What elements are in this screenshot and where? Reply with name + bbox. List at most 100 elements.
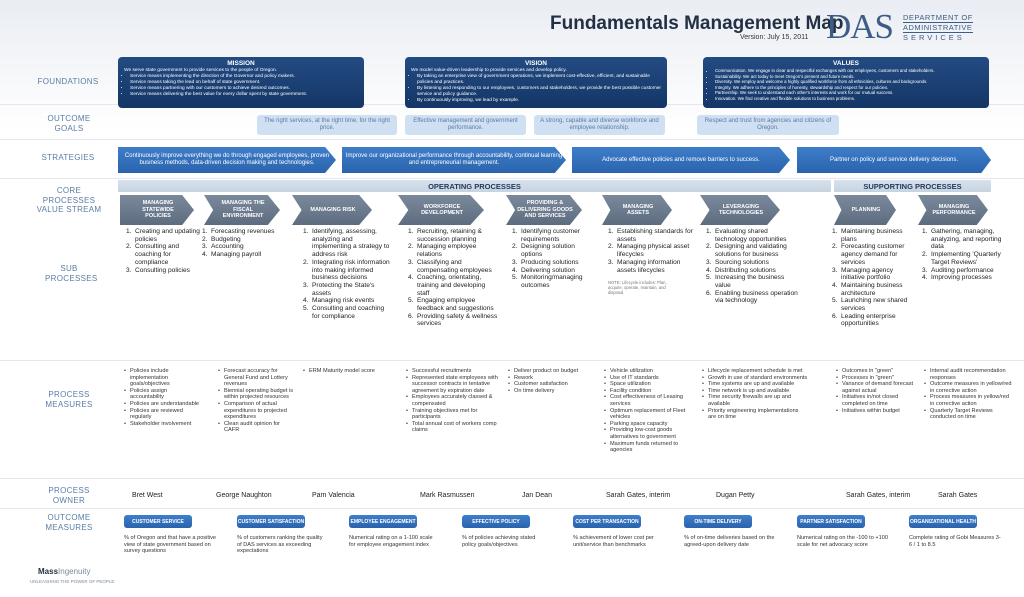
sub-process: Providing safety & wellness services: [417, 312, 498, 328]
process-measure: Policies are reviewed regularly: [130, 407, 183, 421]
dept-line: DEPARTMENT OF: [903, 13, 973, 22]
divider: [0, 478, 1024, 479]
mass-ingenuity-logo: MassIngenuity: [38, 567, 90, 576]
process-measure: Represented state employees with success…: [412, 374, 498, 394]
mission-line: Service means taking the lead on behalf …: [130, 80, 358, 86]
logo-tagline: UNLEASHING THE POWER OF PEOPLE: [30, 579, 115, 584]
sub-process: Forecasting revenues: [211, 228, 275, 235]
values-line: Sustainability. We act today to meet Ore…: [715, 74, 983, 80]
das-logo: DAS: [826, 7, 894, 46]
row-label-foundations: FOUNDATIONS: [37, 77, 99, 86]
process-measure: Training objectives met for participants: [412, 407, 478, 421]
process-measure: Policies assign accountability: [130, 387, 167, 401]
operating-processes-band: OPERATING PROCESSES: [118, 180, 831, 192]
outcome-measure-text: % of customers ranking the quality of DA…: [237, 535, 323, 555]
sub-process: Designing solution options: [521, 243, 575, 259]
sub-process: Forecasting customer agency demand for s…: [841, 243, 905, 266]
sub-process-list: 1.Establishing standards for assets 2.Ma…: [608, 228, 693, 296]
strategy-arrow: Partner on policy and service delivery d…: [797, 147, 991, 173]
process-measure: Policies include implementation goals/ob…: [130, 368, 170, 388]
process-measure: Growth in use of standard environments: [708, 374, 808, 381]
outcome-measure-text: % of on-time deliveries based on the agr…: [684, 535, 775, 548]
dept-line: SERVICES: [903, 33, 965, 42]
row-label-core-processes: CORE PROCESSES VALUE STREAM: [36, 186, 102, 214]
sub-process: Designing and validating solutions for b…: [715, 243, 787, 259]
core-process-chevron: MANAGING STATEWIDE POLICIES: [120, 195, 194, 225]
process-measure: Facility condition: [610, 387, 652, 394]
process-measure: Space utilization: [610, 381, 651, 388]
process-measures-list: •Vehicle utilization •Use of IT standard…: [604, 368, 696, 454]
sub-process-list: 1.Recruiting, retaining & succession pla…: [408, 228, 498, 328]
values-line: Communication. We engage in clear and re…: [715, 68, 983, 74]
sub-process: Budgeting: [211, 235, 241, 243]
process-measure: Optimum replacement of Fleet vehicles: [610, 407, 686, 421]
outcome-measure-text: % achievement of lower cost per unit/ser…: [573, 535, 654, 548]
sub-process: Launching new shared services: [841, 297, 908, 313]
sub-process: Creating and updating policies: [135, 228, 200, 243]
process-measure: Employees accurately classed & compensat…: [412, 394, 493, 407]
process-owner: Mark Rasmussen: [420, 492, 475, 499]
core-process-chevron: WORKFORCE DEVELOPMENT: [398, 195, 484, 225]
row-label-process-measures: PROCESS MEASURES: [45, 390, 93, 409]
outcome-measure-label: COST PER TRANSACTION: [573, 515, 641, 528]
process-measure: Priority engineering implementations are…: [708, 407, 799, 421]
process-measure: Biennial operating budget is within proj…: [224, 387, 294, 401]
process-measure: Clean audit opinion for CAFR: [224, 420, 280, 434]
mission-box: MISSION We serve state government to pro…: [118, 57, 364, 108]
core-process-chevron: MANAGING RISK: [292, 195, 372, 225]
strategy-arrow: Improve our organizational performance t…: [342, 147, 566, 173]
process-measure: Cost effectiveness of Leasing services: [610, 394, 683, 407]
core-process-chevron: MANAGING THE FISCAL ENVIRONMENT: [204, 195, 280, 225]
outcome-measure-label: CUSTOMER SERVICE: [124, 515, 192, 528]
outcome-measure-label: EFFECTIVE POLICY: [462, 515, 530, 528]
core-process-chevron: LEVERAGING TECHNOLOGIES: [700, 195, 780, 225]
lifecycle-note: NOTE: Lifecycle includes: Plan, acquire,…: [608, 280, 667, 296]
row-label-outcome-measures: OUTCOME MEASURES: [45, 513, 93, 532]
process-measure: Lifecycle replacement schedule is met: [708, 368, 803, 374]
logo-word: Ingenuity: [58, 567, 91, 576]
sub-process: Increasing the business value: [715, 274, 785, 289]
process-owner: Dugan Petty: [716, 492, 755, 499]
sub-process: Sourcing solutions: [715, 258, 769, 266]
sub-process: Accounting: [211, 243, 244, 251]
sub-process: Managing physical asset lifecycles: [617, 243, 690, 259]
logo-word: Mass: [38, 567, 59, 576]
sub-process: Identifying customer requirements: [521, 228, 581, 243]
sub-process: Leading enterprise opportunities: [841, 312, 896, 328]
sub-process-list: 1.Identifying, assessing, analyzing and …: [303, 228, 390, 320]
divider: [0, 139, 1024, 140]
core-process-chevron: PLANNING: [834, 195, 896, 225]
values-line: Integrity. We adhere to the principles o…: [715, 85, 983, 91]
process-owner: George Naughton: [216, 492, 272, 499]
divider: [0, 178, 1024, 179]
vision-line: By taking an enterprise view of governme…: [417, 74, 661, 86]
sub-process: Classifying and compensating employees: [417, 258, 492, 274]
process-measure: Maximum funds returned to agencies: [610, 440, 679, 454]
sub-process: Managing agency initiative portfolio: [841, 266, 894, 282]
values-title: VALUES: [833, 60, 859, 67]
strategy-arrow: Advocate effective policies and remove b…: [572, 147, 790, 173]
outcome-measure-label: PARTNER SATISFACTION: [797, 515, 865, 528]
sub-process: Evaluating shared technology opportuniti…: [715, 228, 787, 243]
process-measures-list: •ERM Maturity model score: [303, 368, 375, 374]
sub-process-list: 1.Gathering, managing, analyzing, and re…: [922, 228, 1014, 282]
supporting-processes-band: SUPPORTING PROCESSES: [834, 180, 991, 192]
process-measure: Vehicle utilization: [610, 368, 653, 374]
process-measure: Process measures in yellow/red in correc…: [930, 394, 1009, 407]
outcome-measure-label: ON-TIME DELIVERY: [684, 515, 752, 528]
process-owner: Sarah Gates, interim: [846, 492, 911, 499]
sub-process: Protecting the State's assets: [312, 281, 375, 297]
process-measures-list: •Policies include implementation goals/o…: [124, 368, 200, 427]
process-measure: Time security firewalls are up and avail…: [708, 394, 792, 407]
process-measure: Time network is up and available: [708, 387, 790, 394]
process-measure: Quarterly Target Reviews conducted on ti…: [930, 407, 993, 421]
outcome-measure-text: % of Oregon and that have a positive vie…: [124, 535, 217, 555]
outcome-goal: The right services, at the right time, f…: [257, 115, 397, 135]
process-owner: Pam Valencia: [312, 492, 355, 499]
values-text: Communication. We engage in clear and re…: [709, 68, 983, 102]
vision-box: VISION We model value-driven leadership …: [405, 57, 667, 108]
sub-process: Maintaining business architecture: [841, 281, 903, 297]
outcome-goal: Respect and trust from agencies and citi…: [697, 115, 839, 135]
process-measure: Initiatives in/not closed completed on t…: [842, 394, 899, 407]
process-measure: Total annual cost of workers comp claims: [412, 420, 497, 434]
